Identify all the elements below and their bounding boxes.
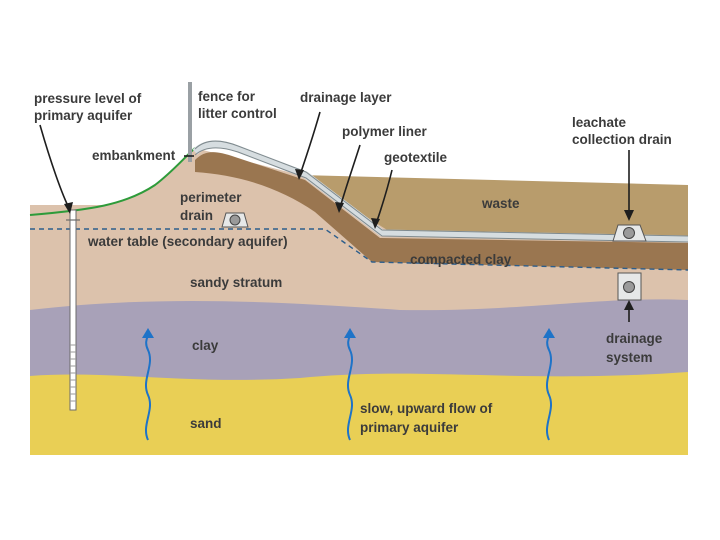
label-water-table: water table (secondary aquifer) <box>87 234 288 249</box>
label-clay: clay <box>192 338 219 353</box>
label-leachate-drain: leachate collection drain <box>572 115 672 147</box>
label-polymer-liner: polymer liner <box>342 124 428 139</box>
label-compacted-clay: compacted clay <box>410 252 512 267</box>
flow-arrow-icon <box>145 331 151 441</box>
strata <box>29 140 689 455</box>
flow-arrowhead-icon <box>344 328 356 338</box>
leachate-drain-icon <box>612 224 647 242</box>
sand-layer <box>30 372 688 455</box>
label-drainage-layer: drainage layer <box>300 90 392 105</box>
flow-arrow-icon <box>546 331 552 441</box>
geotextile-line <box>194 147 689 243</box>
label-upward-flow: slow, upward flow of primary aquifer <box>360 401 496 435</box>
label-fence: fence for litter control <box>198 89 277 121</box>
label-drainage-system: drainage system <box>606 331 666 365</box>
label-pressure-level: pressure level of primary aquifer <box>34 91 145 123</box>
label-perimeter-drain: perimeter drain <box>180 190 245 223</box>
label-sand: sand <box>190 416 222 431</box>
label-geotextile: geotextile <box>384 150 448 165</box>
polymer-liner <box>192 140 689 243</box>
drainage-layer-line <box>194 140 689 237</box>
labels: pressure level of primary aquifer fence … <box>34 89 672 435</box>
flow-arrowhead-icon <box>142 328 154 338</box>
perimeter-drain-icon <box>221 212 249 228</box>
water-table-line <box>30 228 689 271</box>
waste-body <box>300 175 688 240</box>
compacted-clay-layer <box>195 152 688 270</box>
monitoring-well <box>66 209 80 411</box>
leader-lines <box>39 111 634 322</box>
upward-flow-arrows <box>142 328 555 441</box>
embankment-mound <box>30 148 372 228</box>
label-embankment: embankment <box>92 148 176 163</box>
flow-arrow-icon <box>347 331 353 441</box>
fence-post <box>188 82 192 162</box>
label-waste: waste <box>481 196 520 211</box>
flow-arrowhead-icon <box>543 328 555 338</box>
drainage-system-icon <box>617 272 642 301</box>
label-sandy-stratum: sandy stratum <box>190 275 282 290</box>
